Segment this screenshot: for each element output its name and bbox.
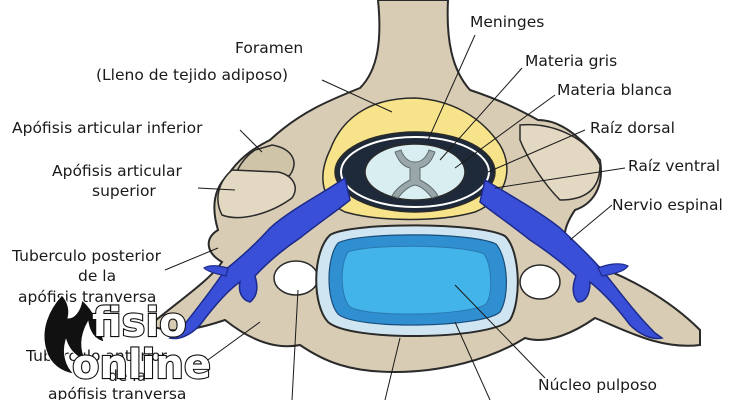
fisioonline-watermark: fisio online <box>43 294 212 389</box>
label-materia-gris: Materia gris <box>525 52 617 70</box>
label-nervio-espinal: Nervio espinal <box>612 196 723 214</box>
superior-articular-process <box>217 169 296 219</box>
leader-meninges <box>427 34 476 141</box>
right-transverse-foramen <box>519 264 561 300</box>
label-foramen-sub: (Lleno de tejido adiposo) <box>96 66 288 84</box>
label-tuberculo-anterior-3: apófisis tranversa <box>48 385 186 400</box>
left-spinal-nerve <box>168 176 351 340</box>
label-raiz-dorsal: Raíz dorsal <box>590 119 675 137</box>
leader-materia-gris <box>439 67 523 161</box>
labels: Meninges Foramen (Lleno de tejido adipos… <box>11 13 723 400</box>
label-apofisis-superior-2: superior <box>92 182 156 200</box>
leader-cuerpo <box>384 337 401 400</box>
leader-foramen-transverso <box>291 289 299 400</box>
label-apofisis-superior-1: Apófisis articular <box>52 162 182 180</box>
leader-tuberculo-anterior <box>204 321 261 363</box>
spinal-cord-grey-matter <box>391 149 439 199</box>
label-nucleo-pulposo: Núcleo pulposo <box>538 376 657 394</box>
leader-foramen <box>321 79 393 113</box>
label-tuberculo-posterior-2: de la <box>78 267 116 285</box>
label-tuberculo-posterior-1: Tuberculo posterior <box>11 247 162 265</box>
leader-materia-blanca <box>454 94 556 169</box>
leader-apofisis-superior <box>197 187 236 191</box>
nucleus-pulposus <box>341 245 492 315</box>
label-apofisis-inferior: Apófisis articular inferior <box>12 119 203 137</box>
leader-anillo <box>454 321 491 400</box>
label-tuberculo-posterior-3: apófisis tranversa <box>18 288 156 306</box>
leader-apofisis-inferior <box>239 129 263 153</box>
label-foramen: Foramen <box>235 39 303 57</box>
watermark-line2: online <box>72 342 211 388</box>
right-spinal-nerve <box>479 178 664 340</box>
flame-logo-icon <box>43 294 105 375</box>
watermark-line1: fisio <box>92 300 187 346</box>
leader-raiz-ventral <box>494 167 626 189</box>
label-materia-blanca: Materia blanca <box>557 81 672 99</box>
left-nerve-branch <box>203 265 229 277</box>
label-tuberculo-anterior-2: de la <box>108 367 146 385</box>
leader-tuberculo-posterior <box>164 247 219 271</box>
leader-raiz-dorsal <box>487 129 586 173</box>
right-articular-process <box>519 123 601 201</box>
label-meninges: Meninges <box>470 13 544 31</box>
label-raiz-ventral: Raíz ventral <box>628 157 720 175</box>
leader-lines <box>164 34 626 400</box>
right-nerve-branch <box>597 263 629 277</box>
leader-nucleo-pulposo <box>454 284 546 379</box>
left-transverse-foramen <box>273 260 319 296</box>
leader-nervio-espinal <box>569 204 613 241</box>
